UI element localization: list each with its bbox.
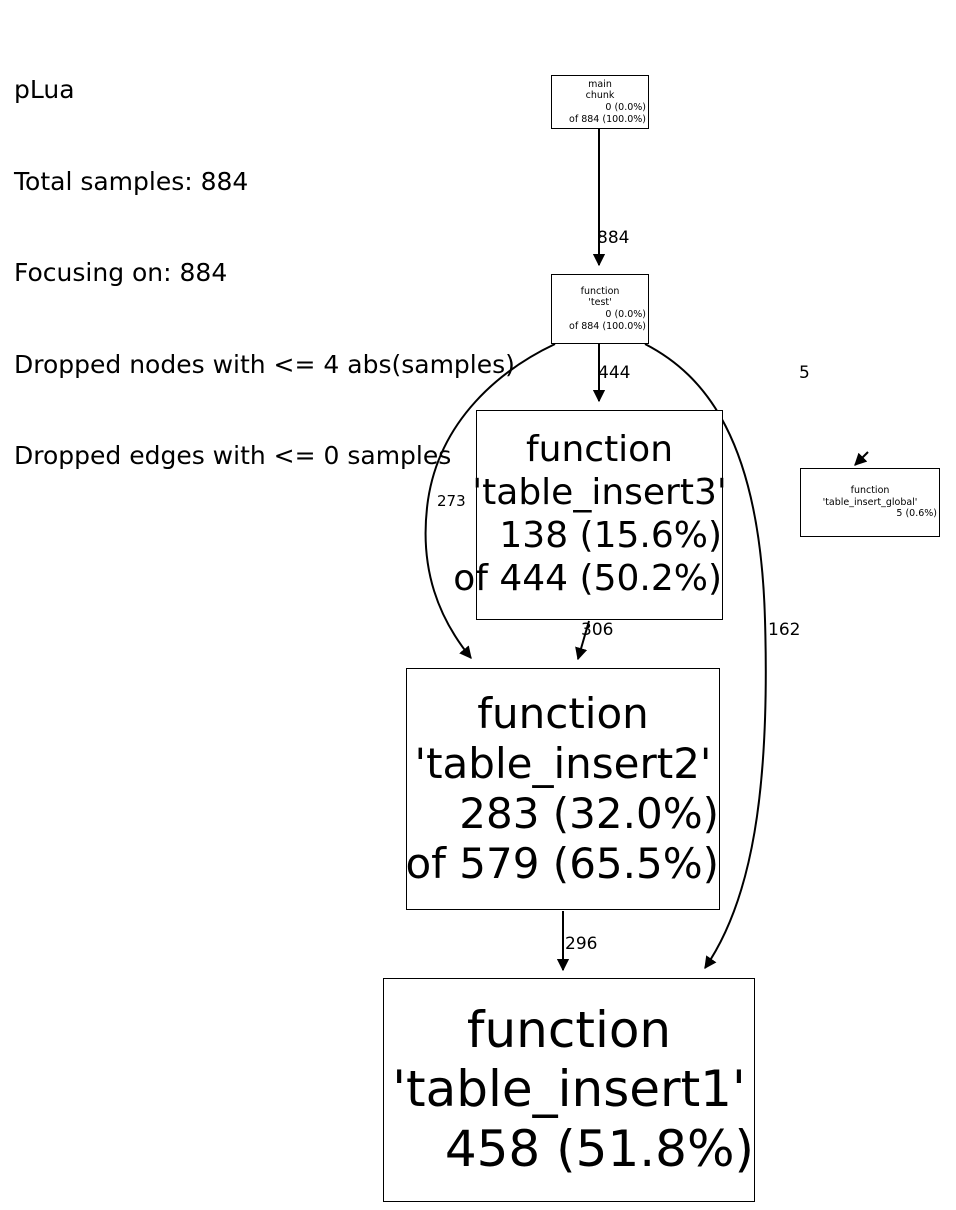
node-table-insert2-total: of 579 (65.5%) [405, 838, 719, 888]
node-table-insert3-self: 138 (15.6%) [499, 515, 722, 556]
node-table-insert1-line-1: function [466, 1000, 672, 1059]
node-table-insert1-line-2: 'table_insert1' [392, 1060, 746, 1119]
node-function-test-total: of 884 (100.0%) [569, 320, 646, 332]
node-table-insert-global-line-2: 'table_insert_global' [822, 496, 918, 508]
node-function-table-insert1[interactable]: function 'table_insert1' 458 (51.8%) [383, 978, 755, 1202]
node-main-chunk-line-2: chunk [585, 90, 615, 102]
node-table-insert3-line-2: 'table_insert3' [472, 472, 727, 514]
edge-label-table-insert2-to-table-insert1: 296 [565, 934, 598, 954]
edge-label-main-chunk-to-test: 884 [597, 228, 630, 248]
edge-test-to-table-insert2 [424, 343, 556, 659]
edge-label-test-to-table-insert1: 162 [768, 620, 801, 640]
node-function-test-self: 0 (0.0%) [605, 309, 646, 320]
legend-title: pLua [14, 75, 75, 104]
edge-label-dropped-to-table-insert-global: 5 [799, 363, 810, 383]
node-table-insert-global-line-1: function [850, 485, 890, 497]
node-table-insert2-line-2: 'table_insert2' [414, 739, 712, 789]
node-function-test-line-2: 'test' [588, 297, 612, 309]
edge-dropped-to-table-insert-global [854, 451, 869, 466]
graph-legend: pLua Total samples: 884 Focusing on: 884… [14, 14, 515, 533]
node-function-table-insert2[interactable]: function 'table_insert2' 283 (32.0%) of … [405, 668, 720, 910]
legend-total-samples: Total samples: 884 [14, 166, 249, 196]
edge-table-insert3-to-table-insert2 [575, 620, 590, 661]
node-table-insert3-line-1: function [525, 429, 674, 471]
edge-test-to-table-insert1 [644, 343, 767, 970]
node-function-table-insert3[interactable]: function 'table_insert3' 138 (15.6%) of … [453, 410, 727, 620]
node-table-insert-global-self: 5 (0.6%) [896, 508, 937, 520]
node-table-insert2-self: 283 (32.0%) [459, 789, 719, 838]
edge-label-test-to-table-insert2: 273 [437, 492, 466, 510]
node-table-insert3-total: of 444 (50.2%) [453, 557, 722, 599]
legend-focusing-on: Focusing on: 884 [14, 258, 228, 287]
node-main-chunk[interactable]: main chunk 0 (0.0%) of 884 (100.0%) [551, 75, 649, 129]
node-table-insert2-line-1: function [477, 689, 649, 739]
node-table-insert1-self: 458 (51.8%) [444, 1119, 754, 1178]
legend-dropped-edges: Dropped edges with <= 0 samples [14, 441, 452, 470]
edge-label-table-insert3-to-table-insert2: 306 [581, 620, 614, 640]
node-main-chunk-total: of 884 (100.0%) [569, 113, 646, 125]
node-main-chunk-line-1: main [588, 78, 612, 90]
node-function-table-insert-global[interactable]: function 'table_insert_global' 5 (0.6%) [800, 468, 940, 537]
edge-label-test-to-table-insert3: 444 [598, 363, 631, 383]
node-function-test-line-1: function [580, 285, 620, 297]
node-main-chunk-self: 0 (0.0%) [605, 102, 646, 113]
legend-dropped-nodes: Dropped nodes with <= 4 abs(samples) [14, 349, 515, 379]
node-function-test[interactable]: function 'test' 0 (0.0%) of 884 (100.0%) [551, 274, 649, 344]
